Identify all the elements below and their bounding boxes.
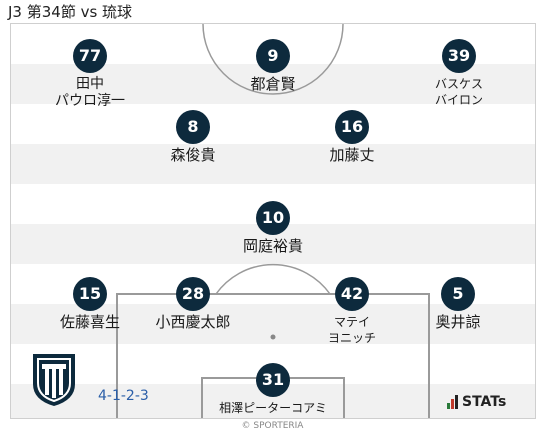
player-name-line2: ヨニッチ — [327, 331, 376, 345]
player-77: 77 田中パウロ淳一 — [30, 39, 150, 110]
player-9: 9 都倉賢 — [213, 39, 333, 93]
player-28: 28 小西慶太郎 — [133, 277, 253, 331]
player-name: バスケスバイロン — [399, 76, 519, 108]
player-name: 都倉賢 — [250, 75, 296, 93]
player-number: 77 — [73, 39, 107, 73]
player-name: 田中パウロ淳一 — [30, 76, 150, 110]
page-title: J3 第34節 vs 琉球 — [8, 3, 133, 21]
stats-logo: STATs — [447, 394, 506, 410]
player-number: 9 — [256, 39, 290, 73]
player-number: 28 — [176, 277, 210, 311]
player-number: 42 — [335, 277, 369, 311]
player-name-line2: パウロ淳一 — [55, 93, 125, 109]
player-name: 相澤ピーターコアミ — [219, 401, 327, 415]
player-number: 15 — [73, 277, 107, 311]
player-5: 5 奥井諒 — [398, 277, 518, 331]
player-name-line1: マテイ — [333, 315, 370, 329]
player-name: 森俊貴 — [170, 146, 216, 164]
player-15: 15 佐藤喜生 — [30, 277, 150, 331]
player-name: 佐藤喜生 — [59, 313, 120, 331]
player-number: 10 — [256, 201, 290, 235]
player-name: 小西慶太郎 — [155, 313, 231, 331]
player-name-line1: 田中 — [76, 76, 104, 92]
player-name-line1: バスケス — [434, 77, 483, 91]
stats-logo-text: STATs — [462, 394, 507, 410]
player-number: 5 — [441, 277, 475, 311]
player-name: 奥井諒 — [435, 313, 481, 331]
player-10: 10 岡庭裕貴 — [213, 201, 333, 255]
stats-logo-icon — [447, 395, 458, 409]
pitch: 77 田中パウロ淳一 9 都倉賢 39 バスケスバイロン 8 森俊貴 16 加藤… — [10, 23, 536, 419]
player-number: 8 — [176, 110, 210, 144]
player-name-line2: バイロン — [434, 93, 483, 107]
player-number: 31 — [256, 363, 290, 397]
formation-label: 4-1-2-3 — [98, 388, 149, 404]
player-name: 岡庭裕貴 — [242, 237, 303, 255]
player-name: マテイヨニッチ — [292, 314, 412, 346]
copyright: © SPORTERIA — [241, 421, 304, 431]
pitch-stripe — [11, 144, 535, 184]
player-16: 16 加藤丈 — [292, 110, 412, 164]
player-number: 16 — [335, 110, 369, 144]
player-8: 8 森俊貴 — [133, 110, 253, 164]
player-31: 31 相澤ピーターコアミ — [213, 363, 333, 416]
team-crest-icon — [33, 354, 75, 406]
player-39: 39 バスケスバイロン — [399, 39, 519, 108]
player-42: 42 マテイヨニッチ — [292, 277, 412, 346]
player-number: 39 — [442, 39, 476, 73]
player-name: 加藤丈 — [329, 146, 375, 164]
